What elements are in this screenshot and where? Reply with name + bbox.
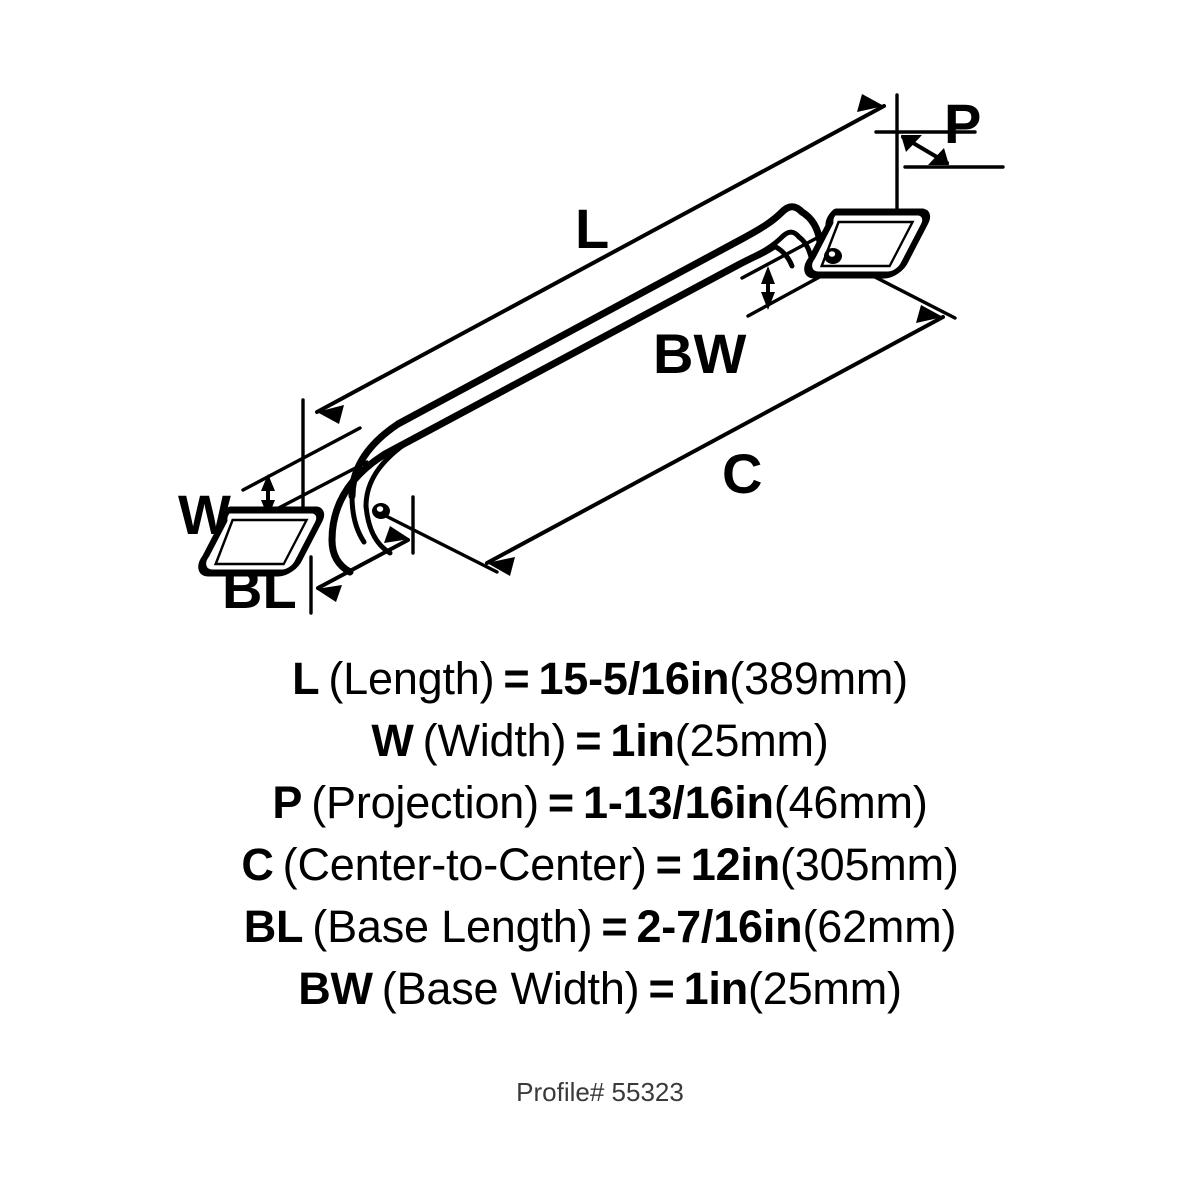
mounting-foot-left — [198, 503, 390, 577]
foot-left-relief — [213, 518, 309, 566]
length-arrow-left — [317, 405, 344, 424]
spec-metric: (25mm) — [747, 963, 902, 1014]
spec-equals: = — [655, 839, 682, 890]
label-BL: BL — [222, 557, 297, 620]
base-length-dimension-line — [316, 538, 410, 590]
base-width-arrow-up — [761, 266, 775, 284]
dimension-line-center-to-center — [485, 305, 945, 576]
width-arrow-up — [261, 474, 275, 491]
length-dimension-line — [315, 104, 886, 414]
spec-row-width: W(Width)=1in(25mm) — [0, 710, 1200, 772]
base-width-arrow-down — [761, 292, 775, 310]
witness-w-upper — [241, 426, 362, 492]
spec-name: (Projection) — [311, 777, 539, 828]
spec-equals: = — [503, 653, 530, 704]
spec-equals: = — [575, 715, 602, 766]
spec-value: 15-5/16in — [538, 653, 730, 704]
dimension-line-base-length — [316, 526, 410, 602]
foot-left-plate — [198, 506, 325, 577]
dimension-line-base-width — [761, 266, 775, 310]
label-P: P — [944, 92, 981, 155]
dimension-line-length — [315, 94, 886, 424]
spec-metric: (389mm) — [729, 653, 908, 704]
spec-symbol: P — [272, 777, 303, 828]
spec-equals: = — [547, 777, 574, 828]
spec-symbol: L — [292, 653, 320, 704]
grip-bottom-edge — [328, 242, 778, 544]
spec-metric: (62mm) — [802, 901, 957, 952]
label-L: L — [575, 197, 609, 260]
grip-top-edge — [348, 203, 806, 500]
spec-row-center-to-center: C(Center-to-Center)=12in(305mm) — [0, 834, 1200, 896]
specification-list: L(Length)=15-5/16in(389mm) W(Width)=1in(… — [0, 648, 1200, 1020]
technical-drawing: L W P C BL BW — [178, 92, 1005, 620]
projection-arrow-upper — [901, 135, 922, 152]
label-C: C — [722, 442, 762, 505]
label-BW: BW — [653, 322, 746, 385]
spec-metric: (305mm) — [780, 839, 959, 890]
center-dimension-line — [485, 315, 945, 565]
spec-row-projection: P(Projection)=1-13/16in(46mm) — [0, 772, 1200, 834]
spec-symbol: C — [241, 839, 274, 890]
center-arrow-right — [916, 305, 943, 323]
neck-left-outer — [328, 536, 354, 576]
spec-value: 2-7/16in — [636, 901, 803, 952]
mounting-foot-right — [804, 208, 931, 279]
spec-symbol: BW — [298, 963, 373, 1014]
spec-symbol: W — [371, 715, 414, 766]
neck-left-inner — [363, 503, 393, 556]
spec-row-length: L(Length)=15-5/16in(389mm) — [0, 648, 1200, 710]
spec-name: (Length) — [328, 653, 495, 704]
spec-metric: (25mm) — [674, 715, 829, 766]
spec-row-base-width: BW(Base Width)=1in(25mm) — [0, 958, 1200, 1020]
neck-left-mid — [349, 493, 367, 545]
witness-c-left — [378, 511, 499, 574]
spec-row-base-length: BL(Base Length)=2-7/16in(62mm) — [0, 896, 1200, 958]
spec-name: (Width) — [422, 715, 567, 766]
dimension-line-projection — [901, 135, 949, 165]
center-arrow-left — [487, 557, 515, 576]
handle-isometric-drawing: L W P C BL BW — [178, 92, 1005, 620]
spec-value: 1-13/16in — [583, 777, 774, 828]
profile-number: Profile# 55323 — [516, 1077, 684, 1107]
spec-name: (Base Width) — [381, 963, 640, 1014]
spec-symbol: BL — [243, 901, 304, 952]
spec-name: (Center-to-Center) — [282, 839, 647, 890]
screw-hole-left-inner — [376, 506, 384, 512]
spec-value: 1in — [610, 715, 675, 766]
neck-right-outer — [798, 208, 824, 246]
spec-value: 1in — [683, 963, 749, 1014]
projection-arrow-lower — [928, 148, 949, 165]
extension-lines — [241, 93, 1005, 615]
base-length-arrow-right — [384, 526, 410, 543]
spec-metric: (46mm) — [773, 777, 928, 828]
spec-equals: = — [648, 963, 675, 1014]
spec-equals: = — [601, 901, 628, 952]
base-length-arrow-left — [316, 585, 342, 602]
spec-name: (Base Length) — [312, 901, 593, 952]
neck-right-mid — [771, 243, 795, 269]
spec-value: 12in — [690, 839, 781, 890]
screw-hole-right-inner — [828, 251, 836, 257]
label-W: W — [178, 483, 231, 546]
length-arrow-right — [857, 94, 884, 112]
